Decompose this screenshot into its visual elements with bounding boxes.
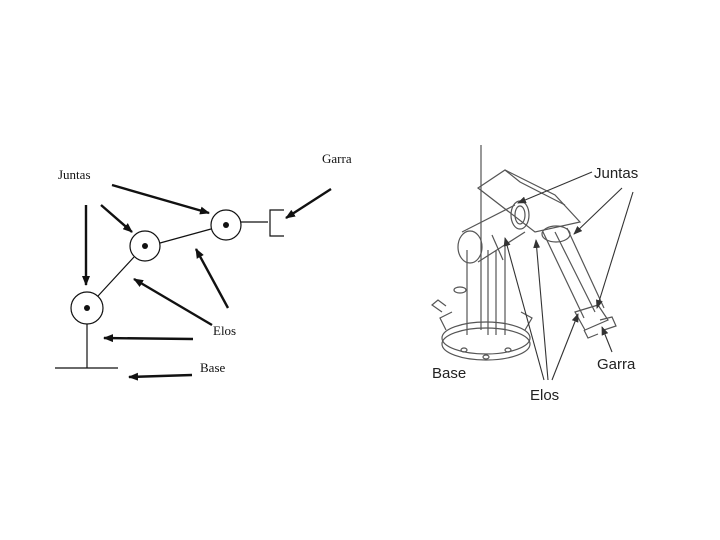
joint-base	[70, 291, 104, 325]
joint-wrist	[210, 209, 242, 241]
arrow-elos-to-column	[503, 237, 545, 381]
robot-arm-illustration	[431, 145, 634, 381]
label-juntas: Juntas	[58, 167, 91, 182]
arrow-base-to-ground	[128, 372, 193, 381]
schematic-diagram: Juntas Garra Elos Base	[55, 151, 352, 381]
label-garra: Garra	[322, 151, 352, 166]
shoulder-housing	[476, 169, 582, 233]
robot-base-plate	[431, 286, 533, 361]
callout-arrows	[503, 171, 634, 381]
gripper-bracket	[269, 209, 284, 237]
link-upper	[159, 228, 212, 244]
arrow-juntas-to-wrist	[596, 191, 634, 309]
arrow-elos-to-upper-link	[194, 248, 230, 309]
robot-column	[466, 245, 506, 335]
arrow-elos-to-forearm	[551, 313, 579, 381]
arrow-juntas-to-wrist-joint	[111, 183, 210, 215]
label-elos: Elos	[213, 323, 236, 338]
arrow-juntas-to-elbow-joint	[100, 204, 133, 233]
joint-elbow	[129, 230, 161, 262]
upper-arm	[457, 204, 526, 264]
arrow-juntas-to-elbow	[573, 187, 623, 235]
arrow-juntas-to-shoulder	[517, 171, 593, 204]
gripper-illustration	[574, 304, 617, 339]
label-base-illustration: Base	[432, 365, 466, 382]
forearm	[541, 225, 605, 319]
label-base: Base	[200, 360, 226, 375]
arrow-elos-to-lower-link	[133, 277, 213, 327]
arrow-garra-to-gripper	[285, 187, 332, 220]
link-lower	[97, 256, 135, 297]
label-garra-illustration: Garra	[597, 356, 636, 373]
label-elos-illustration: Elos	[530, 387, 559, 404]
arrow-elos-to-upper-arm	[533, 239, 549, 381]
label-juntas-illustration: Juntas	[594, 165, 638, 182]
arrow-garra-to-gripper-illustration	[601, 326, 613, 353]
arrow-elos-to-base-post	[103, 334, 194, 343]
